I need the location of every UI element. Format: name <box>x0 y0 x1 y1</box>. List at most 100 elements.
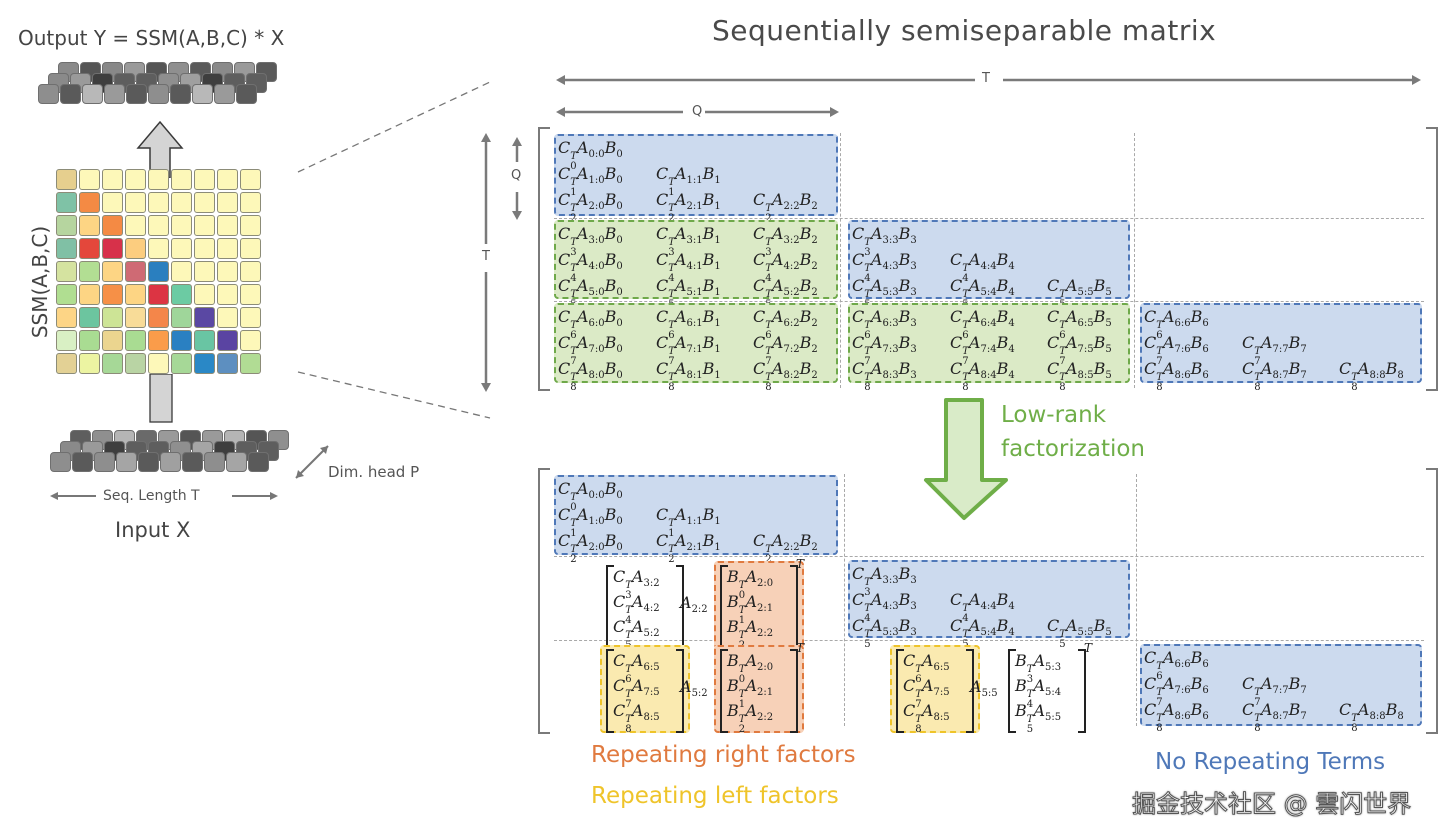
transpose-mark: T <box>1084 641 1093 655</box>
heatmap-cell <box>148 261 169 282</box>
seq-length-label: Seq. Length T <box>103 488 200 504</box>
grid-line <box>554 640 1424 641</box>
low-rank-label-line2: factorization <box>1001 436 1145 462</box>
input-tensor <box>50 430 300 480</box>
heatmap-cell <box>125 192 146 213</box>
heatmap-cell <box>171 261 192 282</box>
heatmap-cell <box>240 215 261 236</box>
heatmap-cell <box>240 261 261 282</box>
matrix-bracket-left <box>896 649 904 733</box>
dim-T-horizontal-arrow <box>556 75 1421 85</box>
heatmap-cell <box>171 215 192 236</box>
heatmap-cell <box>102 169 123 190</box>
input-tile <box>50 452 71 472</box>
heatmap-cell <box>217 261 238 282</box>
heatmap-cell <box>79 330 100 351</box>
matrix-bracket-right <box>790 565 798 649</box>
output-tile <box>38 84 59 104</box>
heatmap-cell <box>217 307 238 328</box>
input-tile <box>94 452 115 472</box>
heatmap-cell <box>148 284 169 305</box>
heatmap-cell <box>240 330 261 351</box>
heatmap-cell <box>217 192 238 213</box>
output-tile <box>82 84 103 104</box>
heatmap-cell <box>148 307 169 328</box>
heatmap-cell <box>79 169 100 190</box>
heatmap-cell <box>240 238 261 259</box>
heatmap-cell <box>102 238 123 259</box>
heatmap-cell <box>125 261 146 282</box>
heatmap-cell <box>217 238 238 259</box>
heatmap-cell <box>56 238 77 259</box>
heatmap-cell <box>56 192 77 213</box>
heatmap-cell <box>56 215 77 236</box>
heatmap-cell <box>217 353 238 374</box>
legend-no-repeating: No Repeating Terms <box>1155 749 1386 775</box>
matrix-bracket-right <box>790 649 798 733</box>
dim-head-arrow <box>295 445 329 479</box>
left-factor-highlight <box>890 645 980 733</box>
heatmap-cell <box>79 284 100 305</box>
output-tile <box>192 84 213 104</box>
matrix-block-blue <box>1140 644 1422 726</box>
grid-line <box>840 133 841 388</box>
heatmap-cell <box>125 284 146 305</box>
input-tile <box>160 452 181 472</box>
grid-line <box>554 218 1424 219</box>
heatmap-cell <box>217 215 238 236</box>
heatmap-cell <box>79 307 100 328</box>
heatmap-cell <box>102 284 123 305</box>
dim-T-label-left: T <box>482 249 490 264</box>
matrix-block-blue <box>554 475 838 555</box>
legend-left-factors: Repeating left factors <box>591 783 839 809</box>
heatmap-cell <box>125 238 146 259</box>
heatmap-cell <box>79 353 100 374</box>
heatmap-cell <box>102 215 123 236</box>
heatmap-cell <box>240 192 261 213</box>
right-factor-highlight <box>714 645 804 733</box>
heatmap-cell <box>240 169 261 190</box>
transpose-mark: T <box>796 641 805 655</box>
up-arrow-output <box>136 120 184 178</box>
heatmap-cell <box>171 192 192 213</box>
matrix-bracket-right <box>966 649 974 733</box>
heatmap-cell <box>217 169 238 190</box>
low-rank-label-line1: Low-rank <box>1001 402 1107 428</box>
heatmap-cell <box>240 307 261 328</box>
grid-line <box>554 556 1424 557</box>
